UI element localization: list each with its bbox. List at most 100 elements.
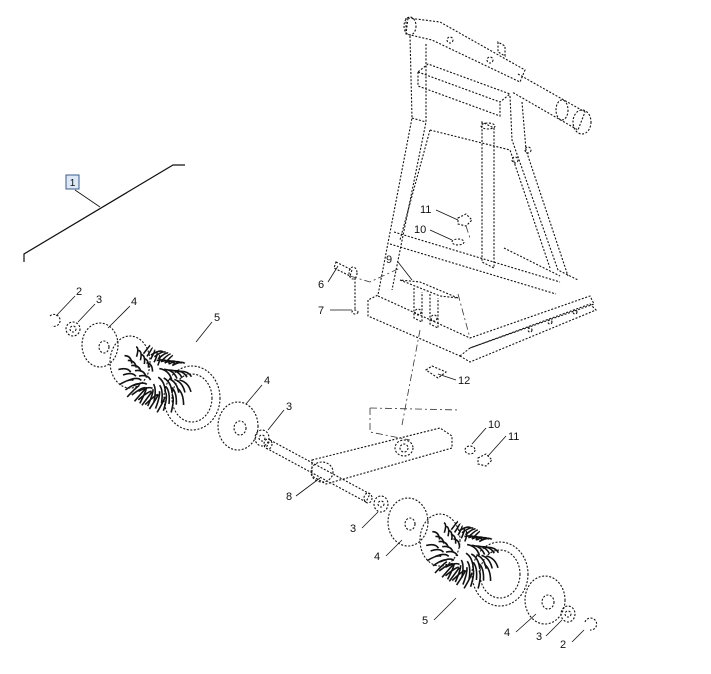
brush-tine [132, 382, 148, 387]
brush-tine [464, 528, 476, 536]
brush-tine [426, 555, 442, 562]
brush-tine [138, 349, 142, 361]
callout-8[interactable]: 8 [286, 491, 292, 503]
mount-bracket [399, 279, 459, 329]
callout-4d[interactable]: 4 [504, 627, 510, 639]
callout-9[interactable]: 9 [386, 254, 392, 266]
callout-12[interactable]: 12 [458, 375, 470, 387]
assembly-badge-label: 1 [70, 178, 76, 189]
brush-tine [445, 550, 459, 557]
brush-tine [164, 368, 178, 379]
brush-tine [435, 535, 445, 544]
callout-labels: 2 3 4 5 4 3 8 3 4 5 4 3 2 11 10 9 6 7 12… [76, 204, 566, 651]
brush-tine [458, 526, 472, 532]
brush-tine [476, 553, 487, 569]
brush-tine [448, 567, 461, 582]
callout-11a[interactable]: 11 [420, 204, 431, 216]
callout-4b[interactable]: 4 [264, 375, 270, 387]
brush-tine [156, 396, 166, 413]
brush-tine [432, 530, 441, 540]
assembly-badge[interactable] [65, 174, 80, 190]
callout-5b[interactable]: 5 [422, 615, 428, 627]
brush-tine [453, 538, 461, 548]
brush-tine [176, 387, 185, 406]
flange-4b [217, 401, 259, 451]
brush-tine [442, 545, 454, 553]
bearing-3c [373, 495, 389, 513]
circlip-2b [584, 617, 598, 631]
brush-tine [164, 360, 179, 364]
brush-tine [126, 385, 140, 398]
brush-tine [141, 391, 153, 406]
alignment-lines [349, 225, 471, 441]
brush-tine [478, 562, 485, 581]
brush-tine [483, 563, 492, 582]
brush-tine [142, 344, 151, 355]
link-arm [310, 427, 453, 485]
callout-3b[interactable]: 3 [286, 401, 292, 413]
nut-11-top [457, 213, 473, 227]
pin-12 [425, 365, 448, 379]
callout-4c[interactable]: 4 [374, 551, 380, 563]
brush-tine [425, 543, 440, 549]
brush-tine [463, 572, 473, 589]
brush-tine [146, 389, 154, 407]
brush-tine [471, 544, 486, 555]
brush-tine [137, 390, 152, 401]
callout-3c[interactable]: 3 [350, 523, 356, 535]
callout-11b[interactable]: 11 [508, 431, 519, 443]
callout-10a[interactable]: 10 [414, 224, 426, 236]
brush-tine [466, 560, 471, 580]
brush-tine [160, 359, 176, 365]
brush-tine [179, 379, 192, 393]
brush-tine [134, 369, 147, 377]
brush-tine [486, 555, 499, 569]
brush-tine [127, 377, 142, 382]
callout-2b[interactable]: 2 [560, 639, 566, 651]
flange-4a [81, 322, 119, 368]
callout-4a[interactable]: 4 [131, 296, 137, 308]
brush-tine [470, 553, 481, 570]
brush-tine [430, 548, 445, 553]
brush-tine [154, 391, 161, 409]
brush-tine [441, 564, 454, 578]
brush-tine [163, 377, 173, 394]
brush-tine [451, 569, 466, 582]
brush-tine [158, 384, 163, 404]
brush-tine [138, 386, 153, 393]
callout-leaders [55, 209, 585, 643]
shaft-8 [263, 438, 373, 504]
callout-10b[interactable]: 10 [488, 419, 500, 431]
callout-5a[interactable]: 5 [214, 312, 220, 324]
bearing-3d [560, 605, 576, 623]
callout-2a[interactable]: 2 [76, 286, 82, 298]
brush-tine [165, 385, 171, 405]
brush-tine [168, 377, 180, 393]
pin-6 [333, 261, 358, 280]
brush-tine [472, 561, 478, 581]
bearing-3a [65, 321, 81, 337]
brush-tine [171, 386, 178, 405]
brush-tine [465, 552, 475, 570]
brush-tine [133, 388, 147, 402]
callout-3a[interactable]: 3 [96, 294, 102, 306]
brush-tine [153, 351, 166, 358]
callout-6[interactable]: 6 [318, 279, 324, 291]
brush-tine [157, 354, 161, 366]
callout-7[interactable]: 7 [318, 305, 324, 317]
brush-tine [118, 379, 134, 386]
bolt-7 [351, 278, 359, 315]
brush-tine [439, 558, 455, 563]
brush-tine [477, 570, 482, 589]
callout-3d[interactable]: 3 [536, 631, 542, 643]
brush-drum-5b [419, 513, 529, 607]
brush-tine [131, 364, 142, 372]
brush-tine [127, 359, 138, 368]
brush-tine [444, 566, 459, 577]
main-frame [367, 16, 597, 363]
brush-tine [146, 346, 154, 357]
brush-tine [157, 352, 169, 360]
brush-tine [443, 522, 447, 534]
brush-tine [445, 525, 450, 537]
